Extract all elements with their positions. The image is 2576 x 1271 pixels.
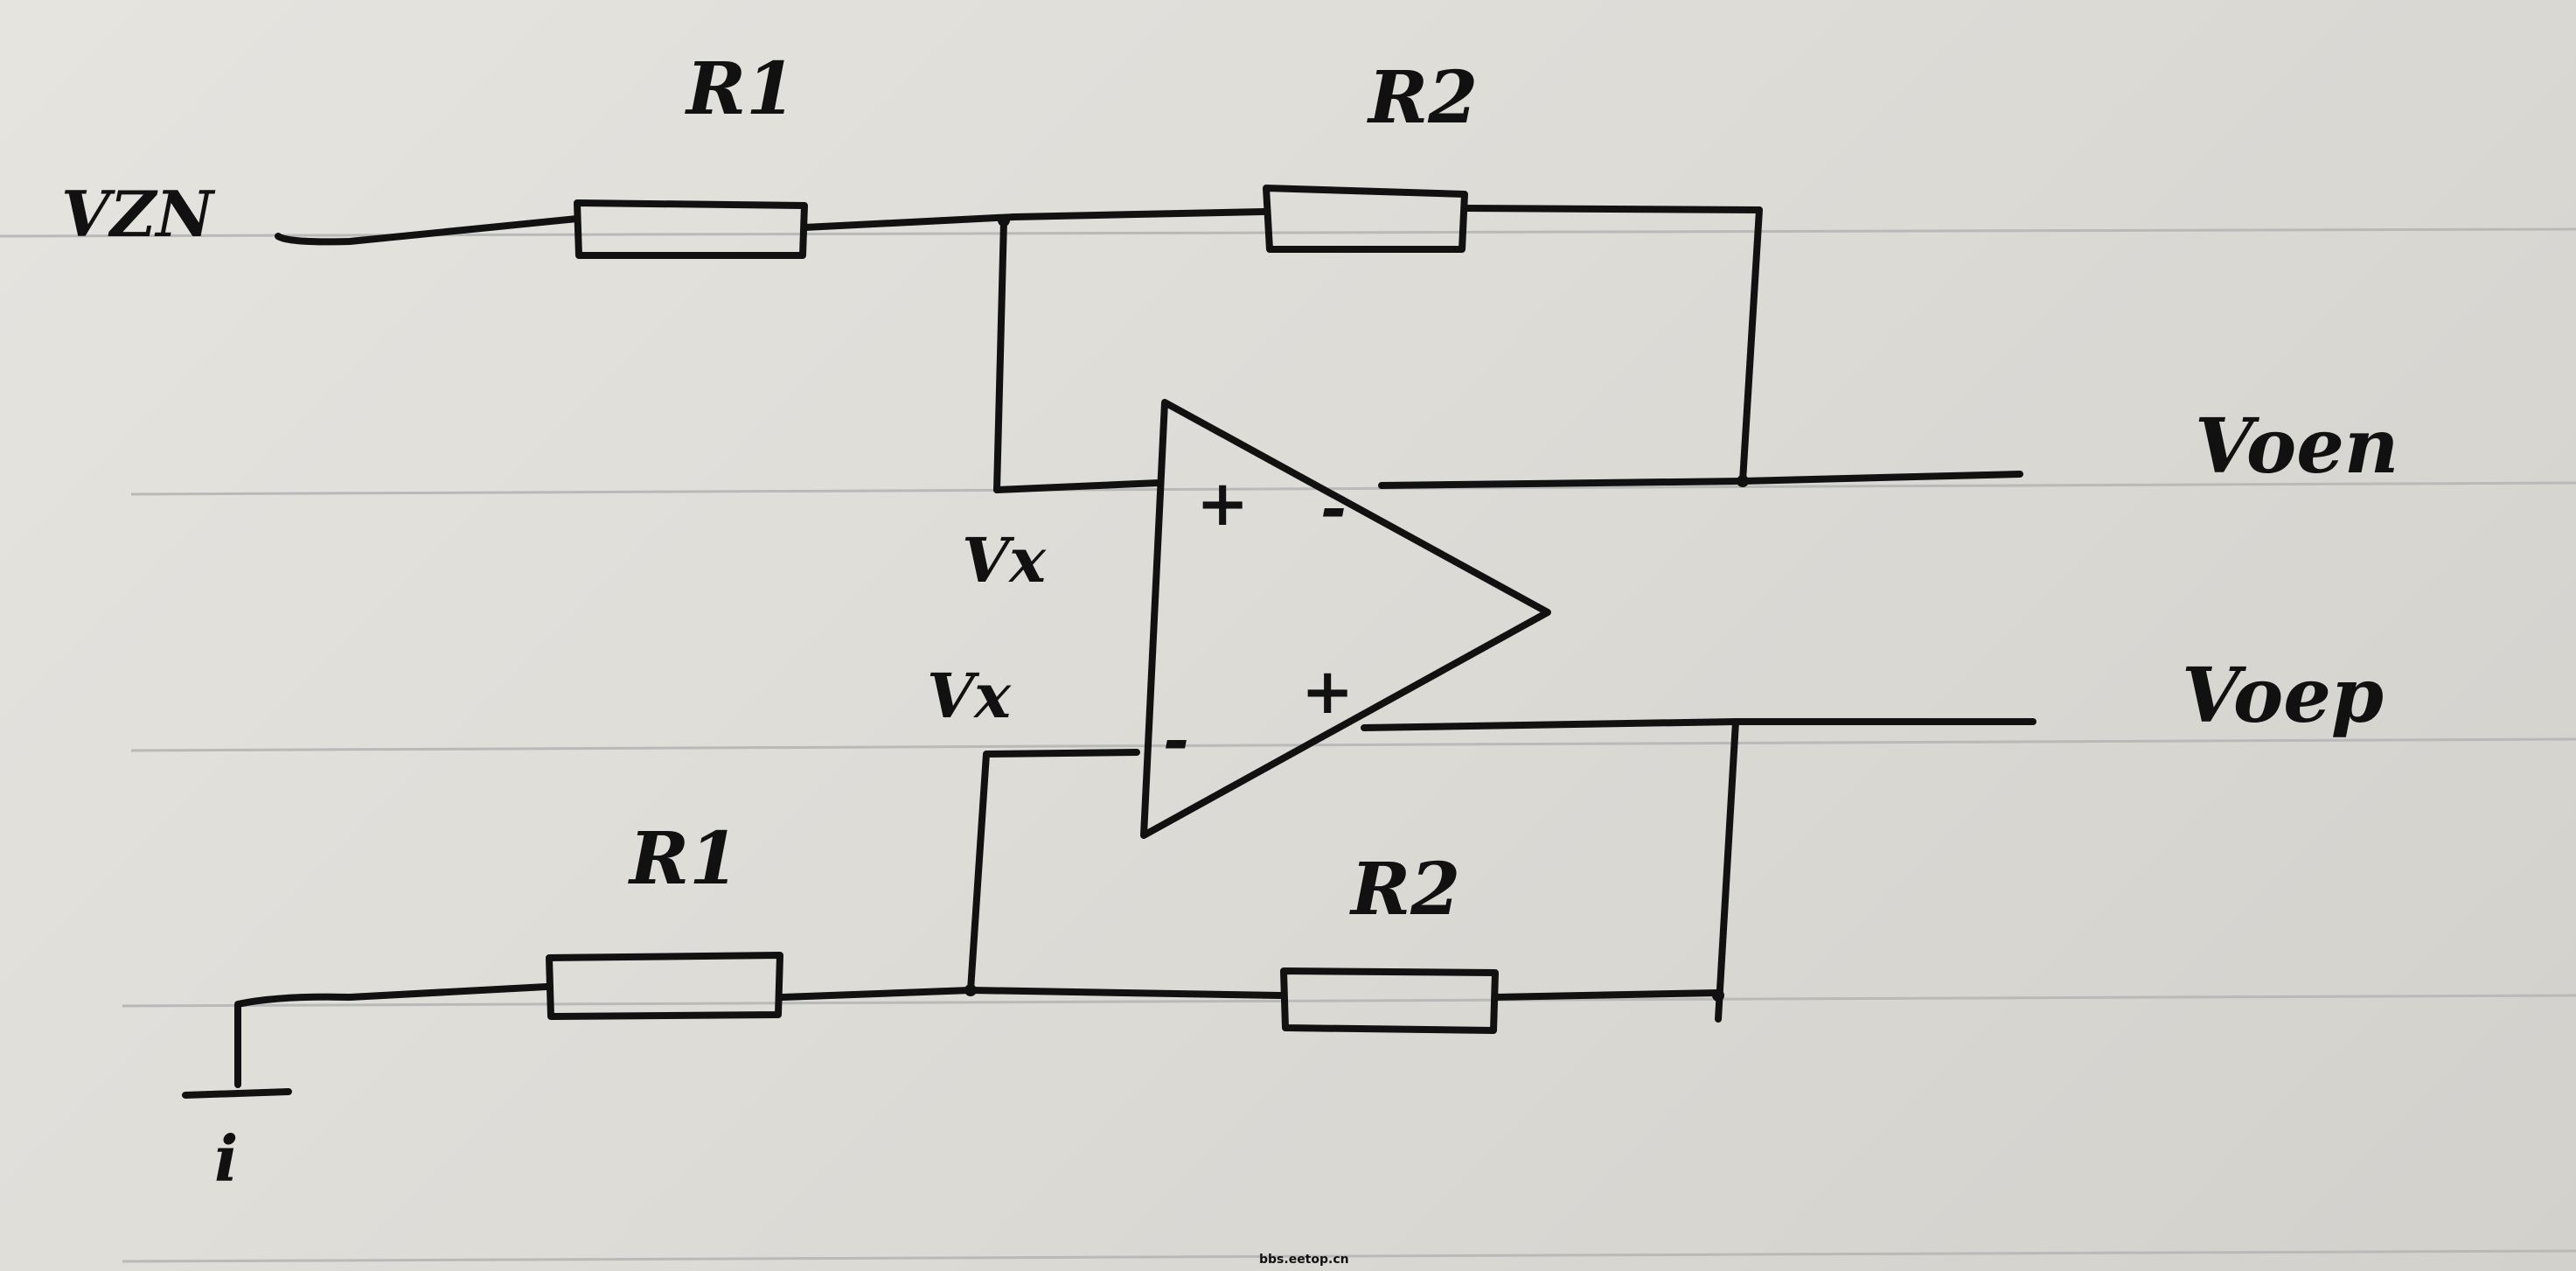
resistor-r2-bottom	[1280, 967, 1499, 1034]
op-amp-minus-input-sign: -	[1163, 702, 1189, 776]
label-output-positive: Voep	[2182, 652, 2384, 740]
wire-r2-top-right	[1461, 205, 1763, 213]
junction-dot	[998, 214, 1010, 227]
node-bottom-vertical	[967, 749, 1140, 994]
ruled-line	[130, 737, 2576, 752]
feedback-top-vertical	[1739, 206, 1763, 485]
wire-r1-top-right	[801, 213, 1018, 231]
ground-wire	[234, 983, 550, 1088]
label-node-bottom: Vx	[927, 660, 1012, 732]
resistors	[546, 185, 1499, 1034]
label-node-top: Vx	[962, 524, 1047, 597]
wire-r1-bottom-right	[779, 987, 974, 1001]
ground-symbol	[182, 1088, 292, 1099]
junction-dot	[964, 984, 977, 996]
resistor-r1-bottom	[546, 952, 783, 1020]
op-amp-minus-output-sign: -	[1320, 470, 1347, 544]
wire-to-plus-input	[993, 479, 1162, 493]
label-r1-bottom: R1	[628, 817, 739, 901]
op-amp-symbol	[1140, 399, 1551, 839]
ruled-line	[130, 481, 2576, 496]
input-wire	[275, 215, 581, 246]
wire-node-to-r2-bottom	[967, 987, 1285, 999]
op-amp-plus-output-sign: +	[1301, 653, 1354, 728]
wire-r2-bottom-right	[1492, 989, 1722, 1001]
label-output-negative: Voen	[2195, 402, 2398, 491]
resistor-r2-top	[1263, 185, 1468, 253]
label-r2-top: R2	[1367, 56, 1478, 140]
junction-dots	[964, 214, 1749, 1002]
wire-node-to-r2-top	[1011, 208, 1267, 220]
label-r1-top: R1	[685, 47, 796, 131]
wire-out-pos	[1361, 718, 2036, 731]
junction-dot	[1737, 475, 1749, 487]
watermark: bbs.eetop.cn	[1259, 1253, 1349, 1267]
resistor-r1-top	[574, 199, 808, 259]
label-input: VZN	[61, 177, 216, 251]
wires	[182, 205, 2036, 1099]
label-r2-bottom: R2	[1349, 848, 1460, 932]
junction-dot	[1712, 989, 1724, 1002]
wire-out-neg	[1378, 471, 2023, 489]
ground-label: i	[214, 1121, 238, 1196]
feedback-bottom-vertical	[1715, 718, 1739, 1023]
ruled-line	[122, 1249, 2576, 1263]
ruled-line	[122, 994, 2576, 1008]
ruled-lines	[0, 227, 2576, 1263]
node-top-vertical	[993, 217, 1007, 493]
op-amp-plus-input-sign: +	[1196, 465, 1249, 540]
